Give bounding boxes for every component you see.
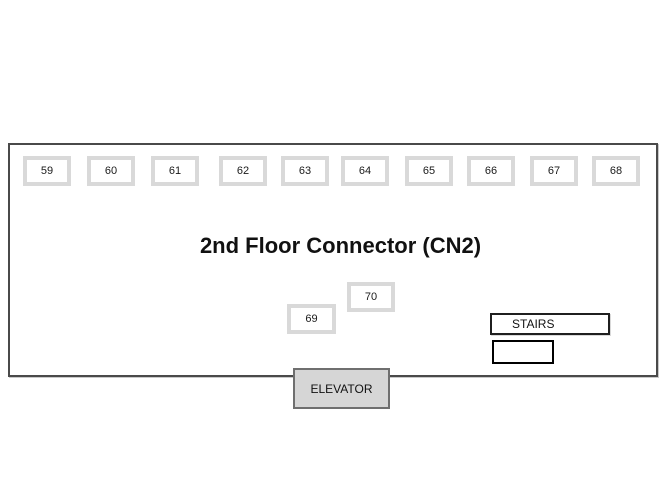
elevator-label: ELEVATOR bbox=[310, 381, 373, 396]
room-box-61: 61 bbox=[151, 156, 199, 186]
room-box-65: 65 bbox=[405, 156, 453, 186]
room-box-66: 66 bbox=[467, 156, 515, 186]
room-box-70: 70 bbox=[347, 282, 395, 312]
elevator-box: ELEVATOR bbox=[293, 368, 390, 409]
stairs-box: STAIRS bbox=[490, 313, 610, 335]
room-box-59: 59 bbox=[23, 156, 71, 186]
room-box-68: 68 bbox=[592, 156, 640, 186]
stairs-lower-box bbox=[492, 340, 554, 364]
room-box-62: 62 bbox=[219, 156, 267, 186]
room-box-67: 67 bbox=[530, 156, 578, 186]
room-box-69: 69 bbox=[287, 304, 336, 334]
floor-title: 2nd Floor Connector (CN2) bbox=[199, 233, 482, 258]
room-box-63: 63 bbox=[281, 156, 329, 186]
room-box-60: 60 bbox=[87, 156, 135, 186]
stairs-label: STAIRS bbox=[512, 317, 555, 331]
room-box-64: 64 bbox=[341, 156, 389, 186]
